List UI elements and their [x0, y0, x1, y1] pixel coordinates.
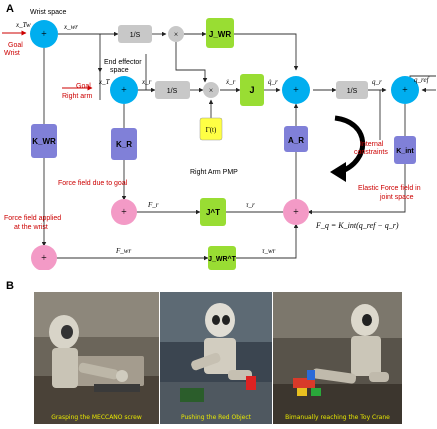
jacobian-wrist-block: J_WR [206, 18, 234, 48]
svg-text:+: + [121, 85, 127, 96]
force-goal-label: Force field due to goal [58, 180, 128, 187]
svg-text:K_WR: K_WR [32, 137, 56, 146]
elastic-field-label-2: joint space [379, 194, 414, 201]
caption-meccano: Grasping the MECCANO screw [51, 414, 142, 421]
integrator-block-wrist: 1/S [118, 25, 152, 43]
goal-wrist-label-2: Wrist [4, 50, 20, 57]
force-wrist-label-1: Force field applied [4, 215, 61, 222]
photo-push-red-object: Pushing the Red Object [160, 292, 272, 424]
svg-text:K_R: K_R [116, 140, 132, 149]
svg-text:A_R: A_R [288, 136, 304, 145]
signal-q-ref: q_ref [414, 76, 430, 84]
admittance-block: A_R [284, 126, 308, 152]
integrator-block-effector: 1/S [155, 81, 190, 99]
end-effector-label-2: space [110, 67, 129, 74]
svg-text:J: J [249, 85, 254, 95]
internal-constraints-label-1: Internal [360, 141, 384, 148]
svg-text:+: + [41, 253, 47, 264]
caption-push: Pushing the Red Object [180, 414, 252, 421]
signal-x-wr: x_wr [63, 23, 78, 31]
elastic-equation: F_q = K_int(q_ref − q_r) [315, 221, 399, 230]
goal-wrist-label-1: Goal [8, 42, 23, 49]
svg-text:×: × [174, 30, 179, 39]
force-wrist-label-2: at the wrist [14, 224, 48, 231]
svg-text:J_WR: J_WR [209, 30, 231, 39]
svg-text:×: × [209, 86, 214, 95]
sum-node-ref: + [391, 76, 419, 104]
svg-text:K_int: K_int [396, 148, 414, 155]
elastic-field-label-1: Elastic Force field in [358, 185, 421, 192]
signal-f-wr: F_wr [115, 247, 131, 255]
caption-crane: Bimanually reaching the Toy Crane [285, 414, 390, 421]
panel-b-letter: B [6, 280, 14, 292]
signal-x-r-dot: ẋ_r [225, 78, 236, 86]
force-node-wrist: + [31, 245, 57, 270]
svg-text:J^T: J^T [206, 208, 220, 217]
stiffness-wrist-block: K_WR [31, 124, 57, 158]
jacobian-wrist-transpose-block: J_WR^T [208, 246, 237, 270]
multiplier-node-effector: × [203, 82, 219, 98]
signal-q-dot: q̇_r [268, 78, 278, 86]
stiffness-internal-block: K_int [394, 136, 416, 164]
panel-a-letter: A [6, 3, 14, 15]
signal-q-r: q_r [372, 78, 382, 86]
sum-node-effector: + [110, 76, 138, 104]
svg-text:+: + [293, 207, 299, 218]
svg-text:Γ(t): Γ(t) [206, 126, 217, 134]
signal-tau-r: τ_r [246, 201, 255, 209]
jacobian-transpose-block: J^T [200, 198, 226, 226]
integrator-block-joint: 1/S [336, 81, 368, 99]
sum-node-wrist: + [30, 20, 58, 48]
end-effector-label-1: End effector [104, 59, 142, 66]
wrist-space-label: Wrist space [30, 9, 67, 16]
gamma-block: Γ(t) [199, 117, 223, 141]
svg-text:+: + [121, 207, 127, 218]
right-arm-pmp-title: Right Arm PMP [190, 169, 238, 176]
signal-x-tw: x_Tw [15, 21, 31, 29]
multiplier-node-wrist: × [168, 26, 184, 42]
signal-x-r: x_r [141, 78, 152, 86]
svg-text:1/S: 1/S [167, 88, 178, 95]
svg-text:+: + [293, 85, 299, 96]
stiffness-arm-block: K_R [111, 128, 137, 160]
signal-f-r: F_r [147, 201, 159, 209]
internal-constraints-label-2: constraints [354, 149, 388, 156]
svg-text:+: + [402, 85, 408, 96]
goal-arm-label-2: Right arm [62, 93, 93, 100]
sum-node-joint: + [282, 76, 310, 104]
svg-text:1/S: 1/S [130, 32, 141, 39]
force-node-sum: + [283, 199, 309, 225]
pmp-block-diagram: + + + + + + + × × 1/S 1/S [2, 9, 436, 270]
signal-tau-wr: τ_wr [262, 247, 276, 255]
svg-text:1/S: 1/S [347, 88, 358, 95]
svg-text:J_WR^T: J_WR^T [208, 255, 237, 263]
signal-x-t: x_T [98, 78, 111, 86]
jacobian-block: J [240, 74, 264, 106]
svg-text:+: + [41, 29, 47, 40]
internal-constraints-arrow [334, 115, 366, 175]
photo-toy-crane: Bimanually reaching the Toy Crane [273, 292, 402, 424]
photo-meccano-grasp: Grasping the MECCANO screw [34, 292, 159, 424]
robot-photo-strip: Grasping the MECCANO screw Pushing the R… [34, 292, 402, 424]
force-node-goal: + [111, 199, 137, 225]
goal-arm-label-1: Goal [76, 83, 91, 90]
